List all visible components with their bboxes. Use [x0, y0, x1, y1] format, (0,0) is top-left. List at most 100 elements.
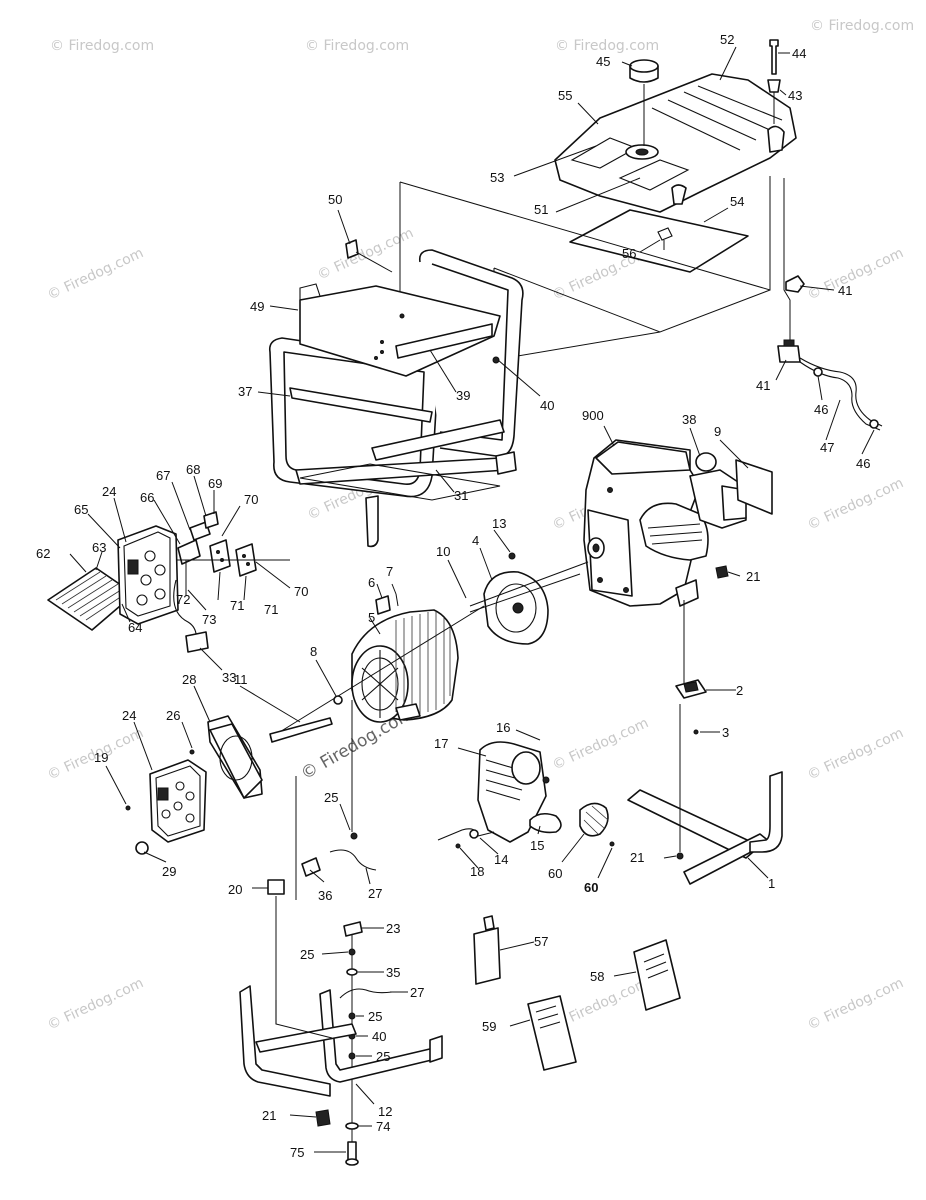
callout-49: 49	[250, 299, 264, 314]
callout-14: 14	[494, 852, 508, 867]
callout-11: 11	[234, 672, 248, 687]
callout-29: 29	[162, 864, 176, 879]
manual-59	[527, 995, 577, 1071]
callout-15: 15	[530, 838, 544, 853]
callout-21-right: 21	[630, 850, 644, 865]
panel-label	[157, 787, 169, 801]
cover-vents	[55, 571, 129, 621]
leg-upper	[275, 1000, 333, 1039]
watermark: © Firedog.com	[805, 725, 906, 784]
watermark: © Firedog.com	[45, 975, 146, 1034]
bracket-slot-39	[395, 323, 493, 359]
watermark: © Firedog.com	[315, 225, 416, 284]
callout-50: 50	[328, 192, 342, 207]
manual-58	[633, 939, 681, 1011]
callout-75: 75	[290, 1145, 304, 1160]
bracket-hole	[380, 340, 384, 344]
screw-60	[609, 841, 615, 847]
callout-4: 4	[472, 533, 479, 548]
panel-socket	[140, 574, 152, 586]
engine-cylinder	[639, 502, 709, 561]
hose-clamp	[869, 419, 879, 429]
leg-tube	[429, 1035, 443, 1063]
engine-mount-foot	[675, 579, 699, 607]
frame-base-plate	[299, 463, 501, 501]
callout-18: 18	[470, 864, 484, 879]
breaker-66	[177, 539, 201, 565]
fuel-cap-top	[629, 59, 659, 73]
frame-nut-40	[492, 356, 500, 364]
callout-46: 46	[814, 402, 828, 417]
panel-socket	[144, 550, 156, 562]
engine-bolt	[623, 587, 629, 593]
fuel-gauge-grommet	[657, 227, 673, 241]
callout-25: 25	[324, 790, 338, 805]
tank-rear-foot	[671, 184, 687, 205]
engine-assembly	[583, 439, 773, 607]
callout-37: 37	[238, 384, 252, 399]
callout-54: 54	[730, 194, 744, 209]
washer-25c	[348, 1052, 356, 1060]
foot-nut-21c	[315, 1109, 331, 1127]
callout-28: 28	[182, 672, 196, 687]
bracket-fold	[299, 283, 321, 300]
oil-bottle-cap	[483, 915, 495, 931]
receptacle-slot	[242, 554, 246, 558]
receptacle-slot	[216, 550, 220, 554]
fuel-tank-label-51	[618, 159, 690, 191]
callout-40-stack: 40	[372, 1029, 386, 1044]
leader-lines	[69, 46, 875, 1153]
callout-9: 9	[714, 424, 721, 439]
callout-72: 72	[176, 592, 190, 607]
fuel-tank-assembly	[554, 39, 797, 273]
through-bolt	[269, 717, 333, 743]
callout-8: 8	[310, 644, 317, 659]
bearing-carrier-ring	[495, 583, 537, 633]
choke-knob	[695, 452, 717, 472]
callout-25-stack-3: 25	[376, 1049, 390, 1064]
terminal-14	[469, 829, 479, 839]
callout-71-right: 71	[264, 602, 278, 617]
lower-leg-assembly	[239, 700, 443, 1166]
housing-screw-26	[189, 749, 195, 755]
callout-12: 12	[378, 1104, 392, 1119]
watermark: © Firedog.com	[45, 245, 146, 304]
air-filter-cover	[735, 459, 773, 515]
callout-25-stack: 25	[300, 947, 314, 962]
callout-1: 1	[768, 876, 775, 891]
callout-7: 7	[386, 564, 393, 579]
callout-52: 52	[720, 32, 734, 47]
callout-57: 57	[534, 934, 548, 949]
bolt-75	[347, 1141, 357, 1161]
callouts: 44 52 45 43 55 53 51 54 56 41 50 49 37 3…	[36, 32, 870, 1160]
tank-mount-boss	[767, 125, 785, 153]
engine-crankcase	[587, 509, 633, 597]
callout-13: 13	[492, 516, 506, 531]
watermark: © Firedog.com	[805, 475, 906, 534]
callout-70-lower: 70	[294, 584, 308, 599]
washer-25a	[348, 948, 356, 956]
callout-31: 31	[454, 488, 468, 503]
watermark: © Firedog.com	[805, 975, 906, 1034]
callout-6: 6	[368, 575, 375, 590]
alternator-assembly	[269, 552, 589, 743]
callout-2: 2	[736, 683, 743, 698]
callout-23: 23	[386, 921, 400, 936]
outlet-panel-face	[155, 765, 201, 837]
panel-socket	[154, 564, 166, 576]
callout-26: 26	[166, 708, 180, 723]
rear-housing-assembly	[437, 741, 615, 849]
callout-70: 70	[244, 492, 258, 507]
callout-19: 19	[94, 750, 108, 765]
watermark: © Firedog.com	[555, 38, 659, 54]
callout-27: 27	[368, 886, 382, 901]
switch-68	[203, 511, 219, 529]
callout-41: 41	[838, 283, 852, 298]
callout-51: 51	[534, 202, 548, 217]
stator-windings	[395, 612, 451, 716]
callout-40: 40	[540, 398, 554, 413]
crankshaft-end-hole	[592, 543, 600, 553]
mount-rubber	[683, 681, 699, 693]
callout-60-lower: 60	[584, 880, 598, 895]
